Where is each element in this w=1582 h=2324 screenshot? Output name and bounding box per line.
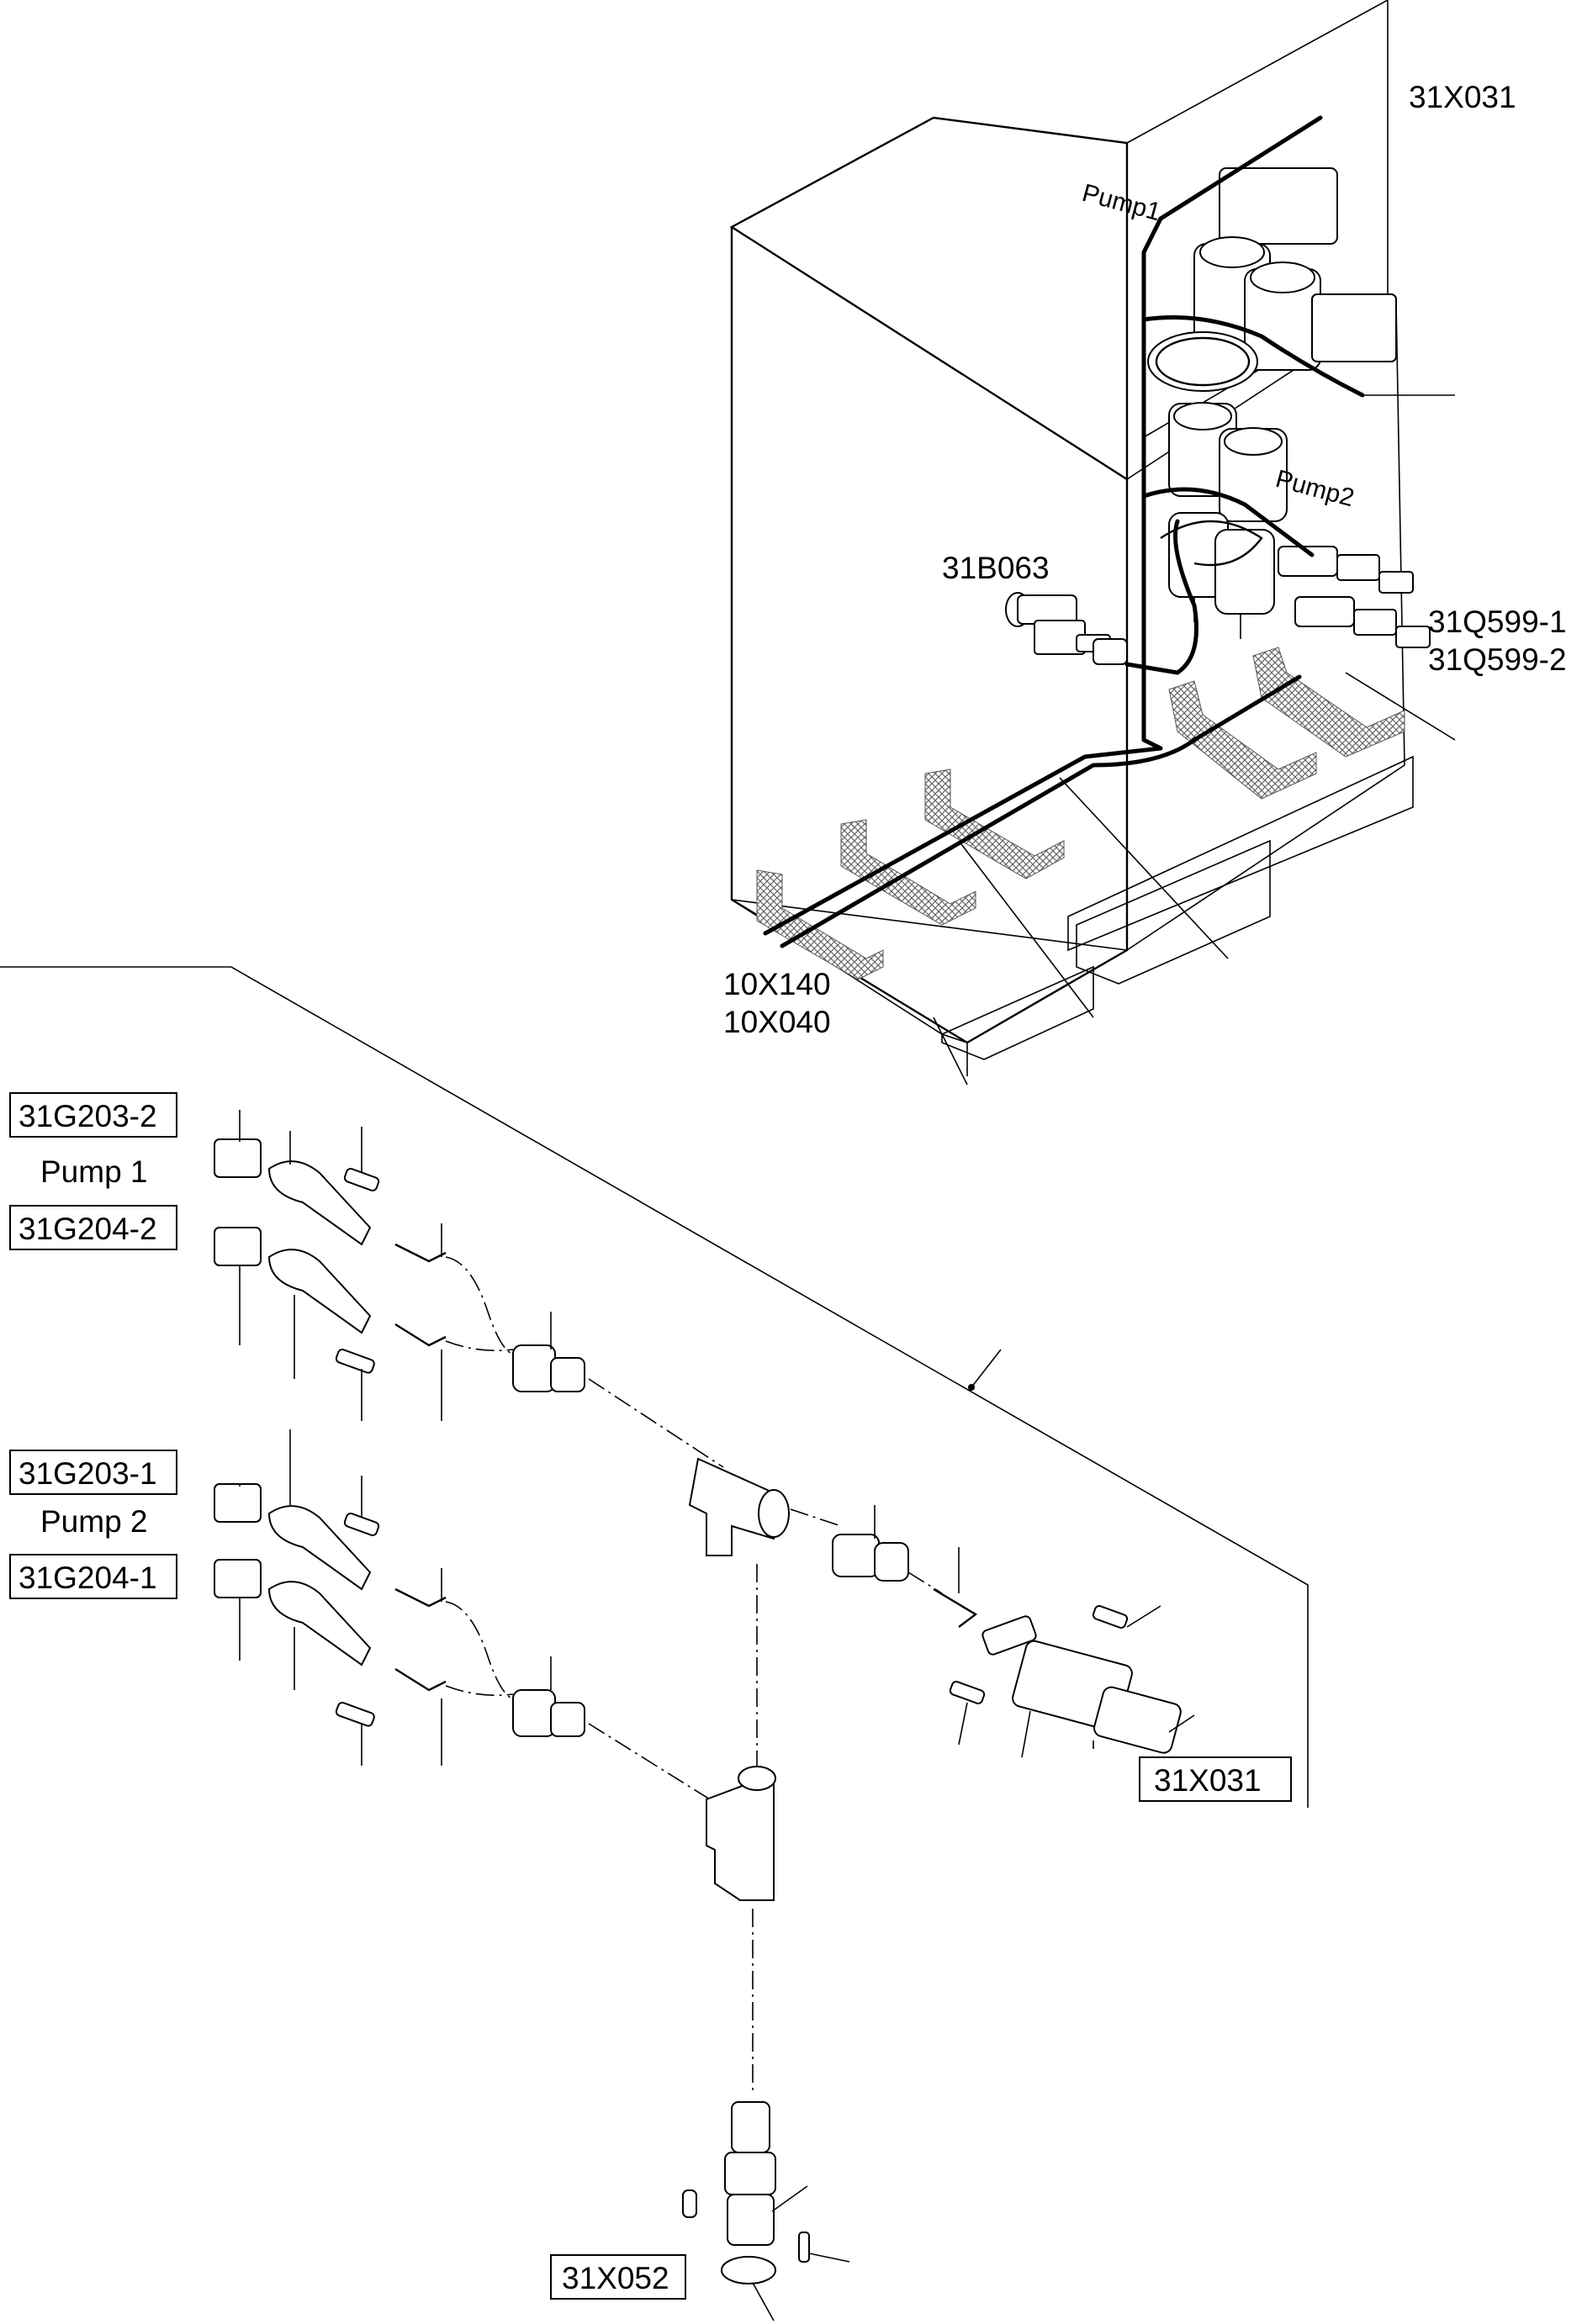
cabinet-top [729,116,1129,482]
label-31B063: 31B063 [942,551,1050,585]
label-31G204-2: 31G204-2 [19,1212,157,1246]
cabinet-foot-left [941,965,1094,1060]
cable-tray-2 [840,819,976,926]
cable-b063 [1124,519,1198,675]
leader-detail [971,1349,1002,1388]
sensor-31B063 [1005,592,1128,665]
label-31Q599-2: 31Q599-2 [1428,642,1567,677]
label-31X031-box: 31X031 [1154,1763,1262,1798]
detail-frame [0,966,1309,1808]
cable-pump2 [1141,487,1315,557]
tee-fittings [588,1378,1195,2321]
label-31X031-top: 31X031 [1409,80,1516,114]
cable-main-2 [780,674,1302,948]
leader-cable-2 [958,840,1094,1018]
cable-tray-5 [1252,647,1405,758]
label-31G203-2: 31G203-2 [19,1099,157,1133]
pump2-connector-group [214,1429,585,1766]
cable-tray-4 [1168,680,1317,800]
x052-box-label: 31X052 [550,2254,686,2300]
cable-main-1 [763,737,1163,936]
cabinet-side-panel [1126,301,1405,951]
leader-q599 [1345,672,1456,741]
cabinet-foot-right [1076,839,1271,985]
leader-cable-1 [1059,777,1229,959]
cable-loop-small [1160,520,1263,567]
label-31G203-1: 31G203-1 [19,1456,157,1491]
pump1-connector-labels: 31G203-2 Pump 1 31G204-2 [9,1092,177,1250]
x031-box-label: 31X031 [1139,1756,1292,1802]
label-pump1-top: Pump1 [1079,179,1163,226]
cabinet-assembly [729,0,1456,1085]
pump1-connector-group [214,1110,585,1421]
label-31G204-1: 31G204-1 [19,1561,157,1595]
label-31Q599-1: 31Q599-1 [1428,605,1567,639]
label-pump1-mid: Pump 1 [40,1154,148,1189]
label-31X052-box: 31X052 [562,2261,669,2295]
label-10X040: 10X040 [723,1005,831,1039]
cable-tray-3 [924,769,1065,879]
cable-pump1-loop [1141,315,1365,398]
cabinet-base [1067,755,1414,952]
pump2-connector-labels: 31G203-1 Pump 2 31G204-1 [9,1450,177,1599]
label-pump2-mid: Pump 2 [40,1504,148,1539]
label-10X140: 10X140 [723,967,831,1001]
cabinet-bottom-edge [731,899,1128,951]
